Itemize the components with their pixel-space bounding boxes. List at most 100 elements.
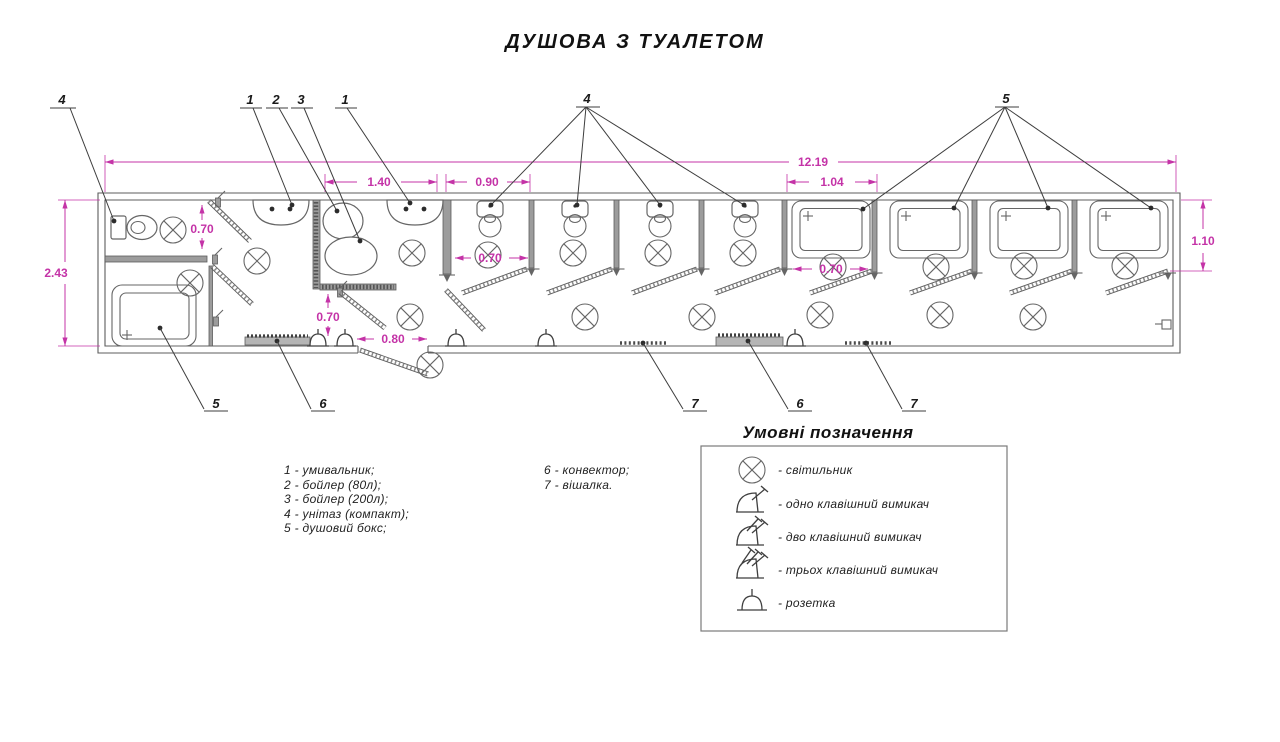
lamp-icon bbox=[159, 216, 187, 244]
dim-stall-pass: 0.70 bbox=[478, 251, 502, 265]
key-item: 5 - душовий бокс; bbox=[284, 521, 387, 535]
socket-icon bbox=[737, 589, 767, 611]
shower-box bbox=[791, 200, 871, 259]
lamp-icon bbox=[729, 239, 757, 267]
page-title: ДУШОВА З ТУАЛЕТОМ bbox=[503, 31, 764, 53]
boiler-closet-wall bbox=[319, 283, 397, 291]
three-key-switch-icon bbox=[736, 546, 769, 579]
toilet bbox=[561, 200, 589, 238]
stall-door-leaf bbox=[461, 267, 528, 295]
stall-partition bbox=[528, 199, 535, 269]
door-leaf bbox=[444, 288, 486, 332]
callout-hanger-b: 7 bbox=[910, 396, 918, 411]
socket-icon bbox=[333, 328, 357, 347]
stall-partition bbox=[781, 199, 788, 269]
door-leaf bbox=[210, 264, 254, 306]
stall-door-leaf bbox=[631, 267, 698, 295]
lamp-icon bbox=[243, 247, 271, 275]
dim-closet-gap: 0.70 bbox=[316, 310, 340, 324]
socket-icon bbox=[534, 328, 558, 347]
legend-label: - одно клавішний вимикач bbox=[778, 497, 929, 511]
walls bbox=[97, 190, 1181, 354]
two-key-switch-icon bbox=[736, 515, 769, 546]
boiler-200l bbox=[324, 236, 378, 276]
fixtures bbox=[110, 199, 1172, 379]
callout-wc-row: 4 bbox=[582, 91, 591, 106]
toilet bbox=[110, 214, 158, 241]
callouts: 4 1 2 3 1 4 5 5 6 bbox=[50, 91, 1154, 412]
door-hinge-icon bbox=[211, 247, 223, 265]
sink bbox=[252, 199, 310, 226]
dim-entrance: 0.80 bbox=[381, 332, 405, 346]
key-item: 4 - унітаз (компакт); bbox=[284, 507, 409, 521]
lamp-icon bbox=[559, 239, 587, 267]
legend-label: - трьох клавішний вимикач bbox=[778, 563, 938, 577]
lamp-icon bbox=[398, 239, 426, 267]
stall-wall bbox=[442, 199, 452, 275]
shower-door-leaf bbox=[909, 269, 973, 295]
callout-shower-single: 5 bbox=[212, 396, 220, 411]
callout-sink-b: 1 bbox=[341, 92, 348, 107]
lamp-icon bbox=[396, 303, 424, 331]
lamp-icon bbox=[1010, 252, 1038, 280]
sink bbox=[386, 199, 444, 226]
stall-door-leaf bbox=[546, 267, 613, 295]
lamp-icon bbox=[644, 239, 672, 267]
dim-total-depth: 2.43 bbox=[44, 266, 68, 280]
partition-wall bbox=[104, 255, 208, 263]
boiler-closet-wall bbox=[312, 199, 321, 290]
stall-partition bbox=[613, 199, 620, 269]
shower-door-leaf bbox=[1009, 269, 1073, 295]
partition-wall bbox=[208, 265, 213, 347]
callout-convector-a: 6 bbox=[319, 396, 327, 411]
one-key-switch-icon bbox=[736, 485, 769, 513]
dim-shower-depth: 1.10 bbox=[1191, 234, 1215, 248]
key-item: 1 - умивальник; bbox=[284, 463, 375, 477]
lamp-icon bbox=[1019, 303, 1047, 331]
stall-partition bbox=[698, 199, 705, 269]
key-item: 3 - бойлер (200л); bbox=[284, 492, 388, 506]
door-hinge-icon bbox=[212, 309, 224, 327]
door-leaf bbox=[207, 199, 252, 243]
lamp-icon bbox=[806, 301, 834, 329]
shower-box bbox=[111, 284, 197, 347]
shower-door-leaf bbox=[809, 269, 873, 295]
lamp-icon bbox=[176, 269, 204, 297]
callout-boiler-200: 3 bbox=[297, 92, 305, 107]
callout-wc-left: 4 bbox=[57, 92, 66, 107]
shower-box bbox=[1089, 200, 1169, 259]
dim-shower-pass: 0.70 bbox=[819, 262, 843, 276]
legend-title: Умовні позначення bbox=[743, 423, 914, 442]
dim-total-length: 12.19 bbox=[798, 155, 828, 169]
shower-door-leaf bbox=[1105, 269, 1169, 295]
socket-icon bbox=[1155, 319, 1172, 330]
lamp-icon bbox=[926, 301, 954, 329]
dim-wc-door: 0.70 bbox=[190, 222, 214, 236]
callout-shower-row: 5 bbox=[1002, 91, 1010, 106]
stall-door-leaf bbox=[714, 267, 781, 295]
lamp-icon bbox=[571, 303, 599, 331]
legend-label: - дво клавішний вимикач bbox=[778, 530, 922, 544]
dim-shower-width: 1.04 bbox=[820, 175, 844, 189]
lamp-icon bbox=[688, 303, 716, 331]
shower-box bbox=[889, 200, 969, 259]
doors bbox=[207, 199, 1169, 377]
key-item: 7 - вішалка. bbox=[544, 478, 613, 492]
lamp-icon bbox=[416, 351, 444, 379]
dim-wc-stall: 0.90 bbox=[475, 175, 499, 189]
callout-hanger-a: 7 bbox=[691, 396, 699, 411]
key-list: 1 - умивальник; 2 - бойлер (80л); 3 - бо… bbox=[283, 463, 630, 535]
legend-label: - розетка bbox=[778, 596, 836, 610]
callout-sink-a: 1 bbox=[246, 92, 253, 107]
lamp-icon bbox=[1111, 252, 1139, 280]
wall-end-icon bbox=[1159, 272, 1177, 281]
key-item: 2 - бойлер (80л); bbox=[283, 478, 381, 492]
socket-icon bbox=[783, 328, 807, 347]
key-item: 6 - конвектор; bbox=[544, 463, 630, 477]
legend-label: - світильник bbox=[778, 463, 854, 477]
door-leaf bbox=[338, 290, 387, 330]
callout-convector-b: 6 bbox=[796, 396, 804, 411]
legend-box bbox=[700, 445, 1008, 632]
